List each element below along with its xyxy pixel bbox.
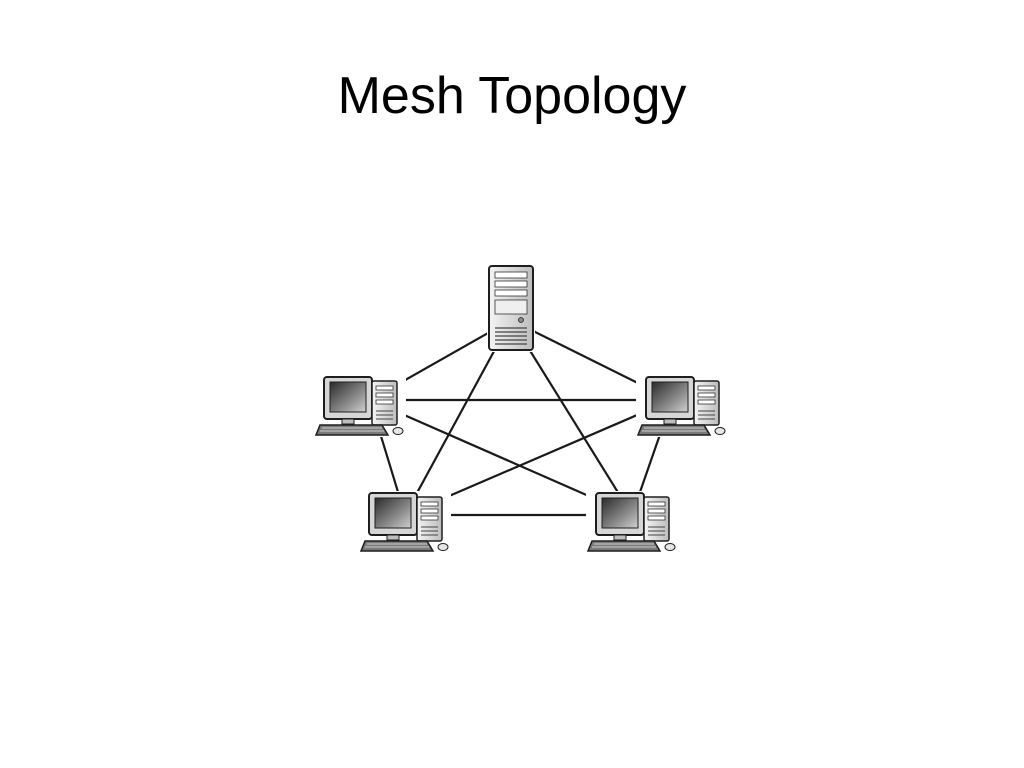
slide-title: Mesh Topology [337,67,687,125]
mesh-nodes [314,264,728,553]
computer-icon-pc-left [314,375,406,437]
link-server-to-pc-bottom-left [404,319,512,516]
computer-icon-pc-right [636,375,728,437]
server-icon-server [487,264,535,352]
computer-icon-pc-bottom-left [359,491,451,553]
computer-icon-pc-bottom-right [586,491,678,553]
link-server-to-pc-bottom-right [510,319,633,516]
